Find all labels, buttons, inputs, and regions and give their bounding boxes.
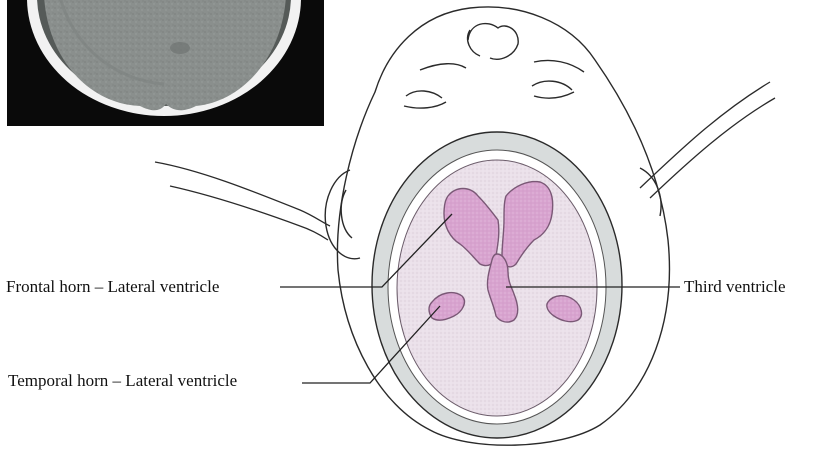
third-ventricle-label: Third ventricle [684, 277, 786, 297]
temporal-horn-label: Temporal horn – Lateral ventricle [8, 371, 237, 391]
frontal-horn-label: Frontal horn – Lateral ventricle [6, 277, 219, 297]
ct-scan-inset [7, 0, 324, 126]
